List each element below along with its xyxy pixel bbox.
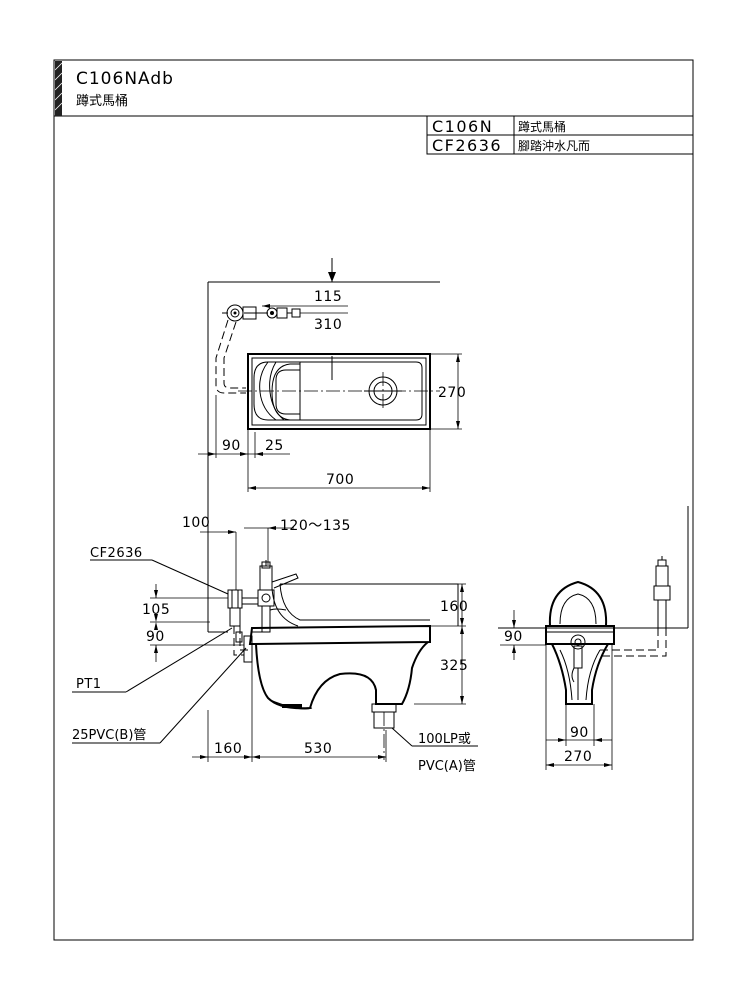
dim-side-530: 530 (304, 741, 332, 757)
dim-top-90: 90 (222, 438, 241, 454)
dim-side-160-right: 160 (440, 599, 468, 615)
part-desc-1: 蹲式馬桶 (518, 119, 566, 134)
dim-side-90: 90 (146, 629, 165, 645)
product-name: 蹲式馬桶 (76, 94, 128, 109)
parts-table: C106N 蹲式馬桶 CF2636 腳踏沖水凡而 (426, 115, 694, 155)
label-pvc-a: PVC(A)管 (418, 759, 476, 774)
dim-top-700: 700 (326, 472, 354, 488)
label-cf2636: CF2636 (90, 546, 143, 561)
part-desc-2: 腳踏沖水凡而 (518, 139, 590, 153)
dim-front-90-bottom: 90 (570, 725, 589, 741)
drawing-frame (53, 59, 694, 941)
title-block: C106NAdb 蹲式馬桶 (76, 69, 174, 109)
dim-top-115: 115 (314, 289, 342, 305)
dim-side-120-135: 120～135 (280, 518, 351, 534)
part-code-1: C106N (432, 117, 493, 136)
front-view: 90 90 270 (498, 506, 689, 770)
label-pt1: PT1 (76, 677, 102, 692)
dim-side-105: 105 (142, 602, 170, 618)
dim-top-310: 310 (314, 317, 342, 333)
label-100lp: 100LP或 (418, 732, 471, 747)
dim-top-270: 270 (438, 385, 466, 401)
dim-side-160-bottom: 160 (214, 741, 242, 757)
side-view: 100 120～135 CF2636 105 90 160 325 PT1 25… (72, 495, 478, 774)
bowl-plan (238, 353, 440, 430)
dim-front-90-left: 90 (504, 629, 523, 645)
part-code-2: CF2636 (432, 136, 502, 155)
dim-side-100: 100 (182, 515, 210, 531)
dim-side-325: 325 (440, 658, 468, 674)
model-title: C106NAdb (76, 69, 174, 89)
dim-front-270: 270 (564, 749, 592, 765)
label-25pvc-b: 25PVC(B)管 (72, 728, 146, 743)
top-view: 115 310 270 90 25 700 (198, 258, 466, 495)
flush-valve-side (227, 560, 299, 633)
dim-top-25: 25 (265, 438, 284, 454)
bowl-front (545, 580, 615, 705)
